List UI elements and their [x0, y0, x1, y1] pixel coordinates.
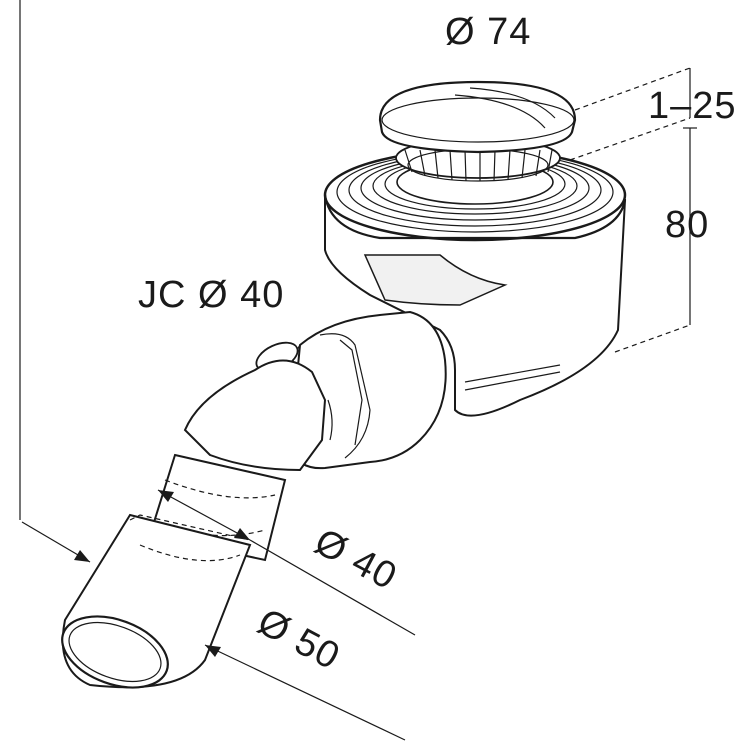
label-height: 80 — [665, 204, 709, 246]
outlet-housing — [363, 254, 508, 306]
drain-cap — [378, 80, 577, 182]
label-outer-pipe: Ø 50 — [251, 601, 347, 679]
height-dimension — [569, 67, 697, 353]
outer-pipe — [61, 513, 252, 689]
label-top-diameter: Ø 74 — [445, 11, 531, 53]
label-outlet-connector: JC Ø 40 — [138, 274, 284, 316]
label-inner-pipe: Ø 40 — [308, 521, 404, 599]
pipe-dimension-leaders — [21, 489, 416, 741]
label-cap-lift: 1–25 — [648, 85, 737, 127]
